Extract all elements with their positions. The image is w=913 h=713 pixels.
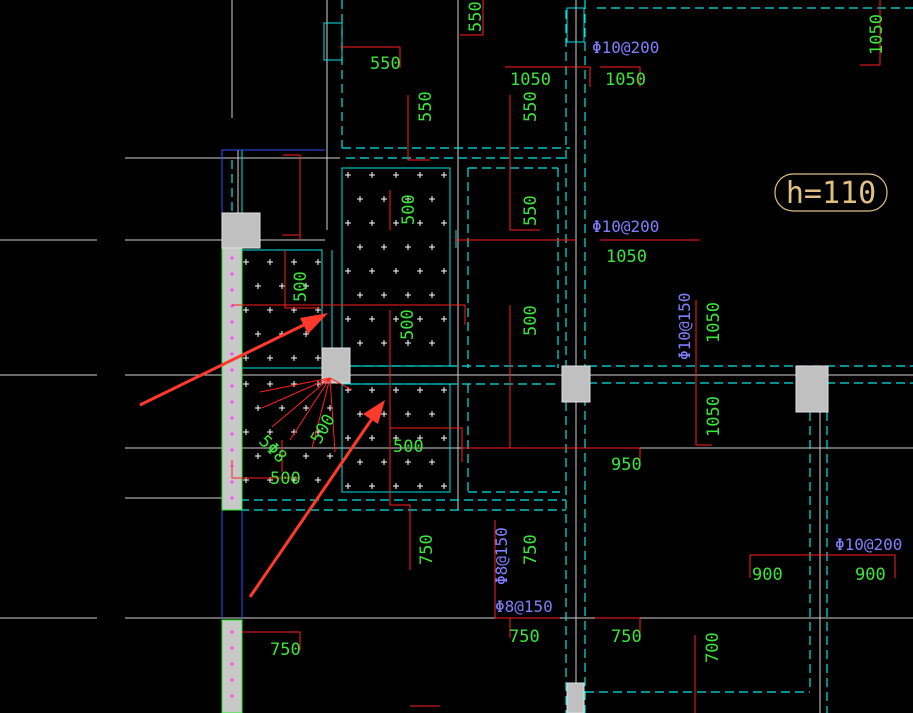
dimension-label: 1050: [605, 70, 646, 90]
dimension-label: 1050: [704, 396, 724, 437]
dimension-label: 1050: [606, 247, 647, 267]
dimension-label: 750: [270, 640, 301, 660]
dimension-label: 550: [521, 195, 541, 226]
dimension-label: 500: [398, 309, 418, 340]
rebar-label: Φ10@200: [592, 38, 659, 57]
dimension-label: 550: [521, 91, 541, 122]
dimension-leaders: [231, 0, 896, 713]
dimension-label: 950: [611, 455, 642, 475]
dimension-label: 550: [466, 1, 486, 32]
dimension-label: 750: [611, 627, 642, 647]
dimension-label: 500: [399, 194, 419, 225]
dimension-labels: 550 550 1050 1050 1050 550 550 550 500 1…: [254, 1, 887, 663]
rebar-label: Φ8@150: [492, 527, 511, 585]
slab-thickness-badge: h=110: [774, 173, 888, 212]
dimension-label: 750: [417, 534, 437, 565]
columns: [221, 212, 829, 713]
annotation-arrows: [139, 313, 385, 598]
dimension-label: 1050: [867, 14, 887, 55]
dimension-label: 1050: [704, 302, 724, 343]
dimension-label: 750: [509, 627, 540, 647]
dimension-label: 500: [291, 271, 311, 302]
dimension-label: 550: [416, 91, 436, 122]
column: [221, 212, 261, 249]
dimension-label: 750: [521, 534, 541, 565]
column: [561, 365, 591, 403]
dimension-label: 500: [270, 469, 301, 489]
rebar-label: Φ10@150: [675, 293, 694, 360]
dimension-label: 500: [393, 437, 424, 457]
rebar-labels: Φ10@200 Φ10@200 Φ10@150 Φ8@150 Φ8@150 Φ1…: [492, 38, 902, 616]
dimension-label: 550: [370, 54, 401, 74]
rebar-fan: [259, 377, 353, 472]
rebar-label: Φ10@200: [592, 217, 659, 236]
dimension-label: 5Φ8: [254, 431, 290, 467]
dimension-label: 500: [521, 305, 541, 336]
dimension-label: 1050: [510, 70, 551, 90]
dimension-label: 900: [752, 565, 783, 585]
slab-thickness-label: h=110: [786, 176, 876, 211]
hatch-pattern: [243, 172, 447, 489]
dimension-label: 700: [703, 632, 723, 663]
column: [795, 365, 829, 413]
wall-strip: [221, 247, 243, 713]
rebar-label: Φ10@200: [835, 535, 902, 554]
column: [566, 682, 585, 713]
column: [321, 347, 351, 384]
rebar-label: Φ8@150: [495, 597, 553, 616]
dimension-label: 900: [855, 565, 886, 585]
